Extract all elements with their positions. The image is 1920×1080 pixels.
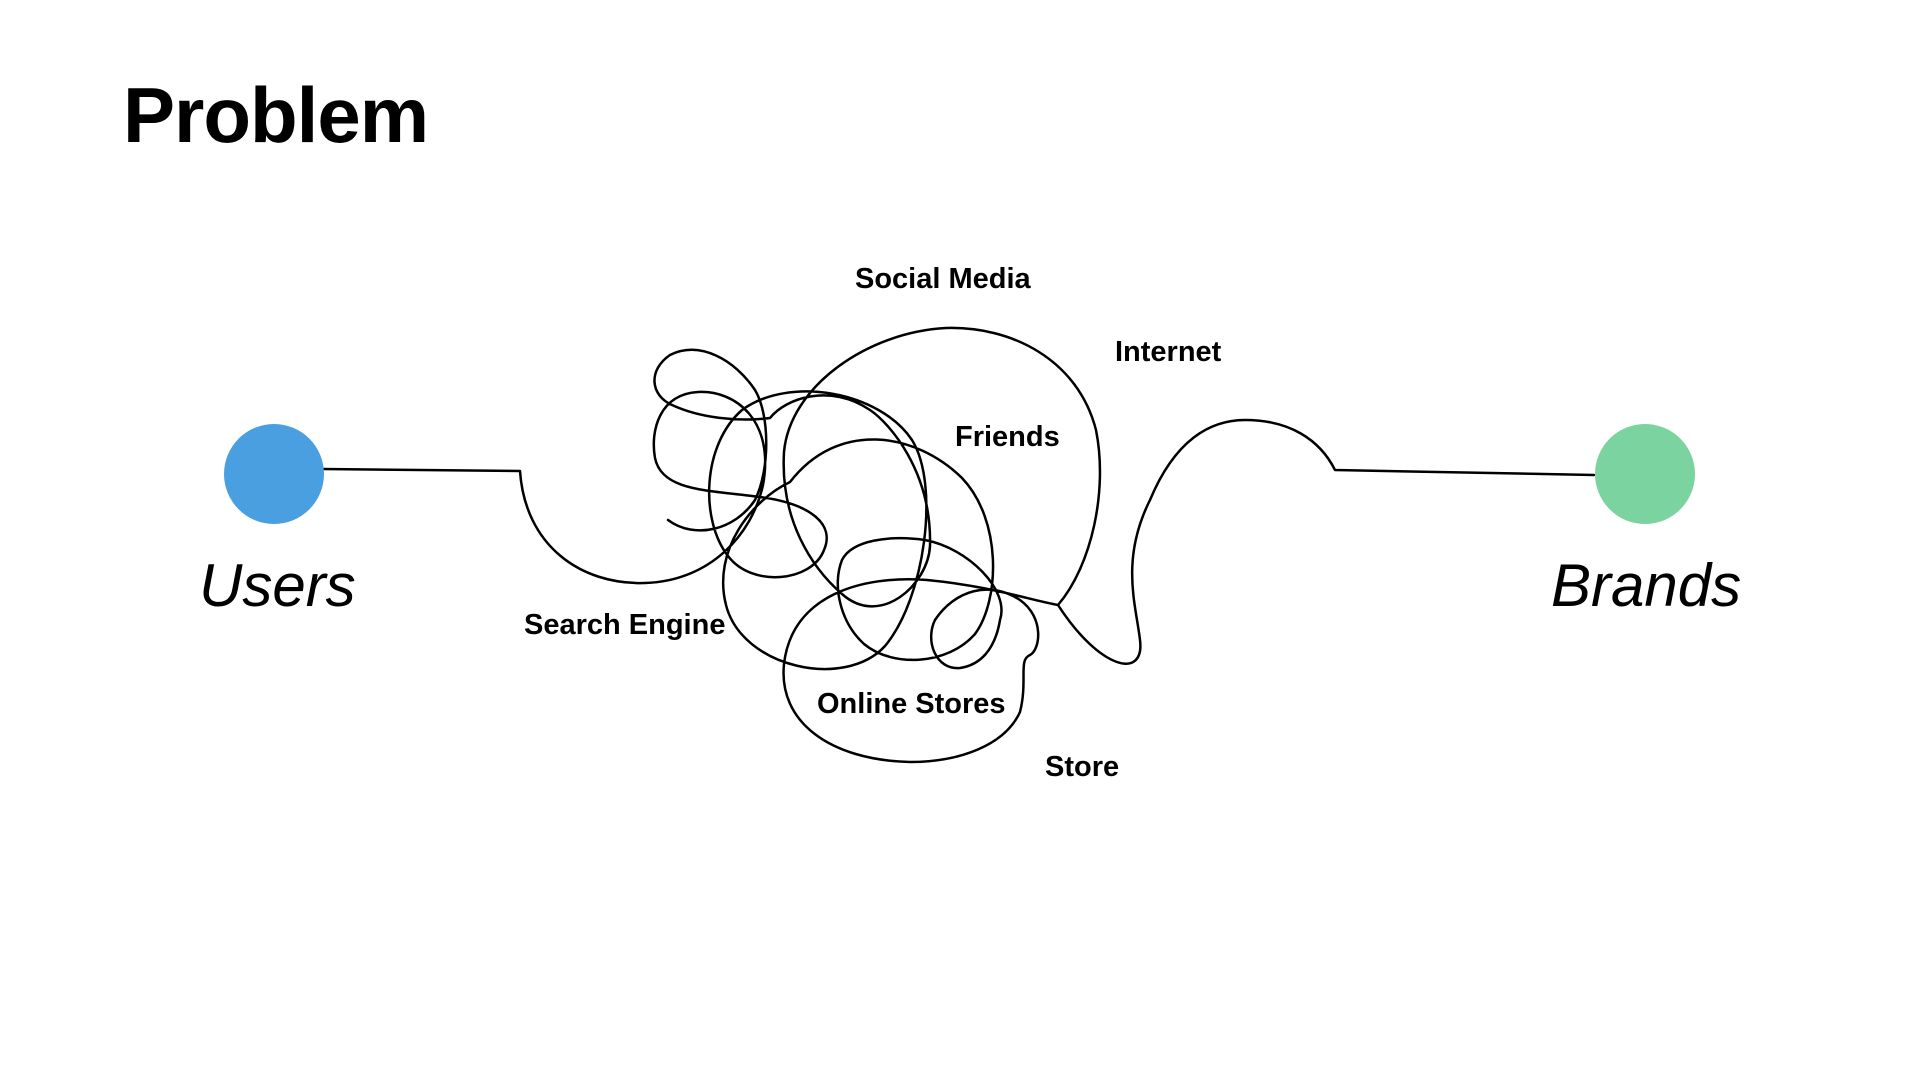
route-line [320,326,1102,764]
brands-label: Brands [1551,552,1742,619]
channel-search-engine: Search Engine [524,609,726,641]
channel-friends: Friends [955,421,1060,453]
channel-store: Store [1045,751,1120,783]
route-exit-line [1056,418,1596,665]
brands-node [1595,424,1695,524]
channel-internet: Internet [1115,336,1222,368]
users-node [224,424,324,524]
channel-social-media: Social Media [855,263,1031,295]
users-label: Users [199,552,356,619]
channel-online-stores: Online Stores [817,688,1006,720]
slide-title: Problem [123,71,429,159]
